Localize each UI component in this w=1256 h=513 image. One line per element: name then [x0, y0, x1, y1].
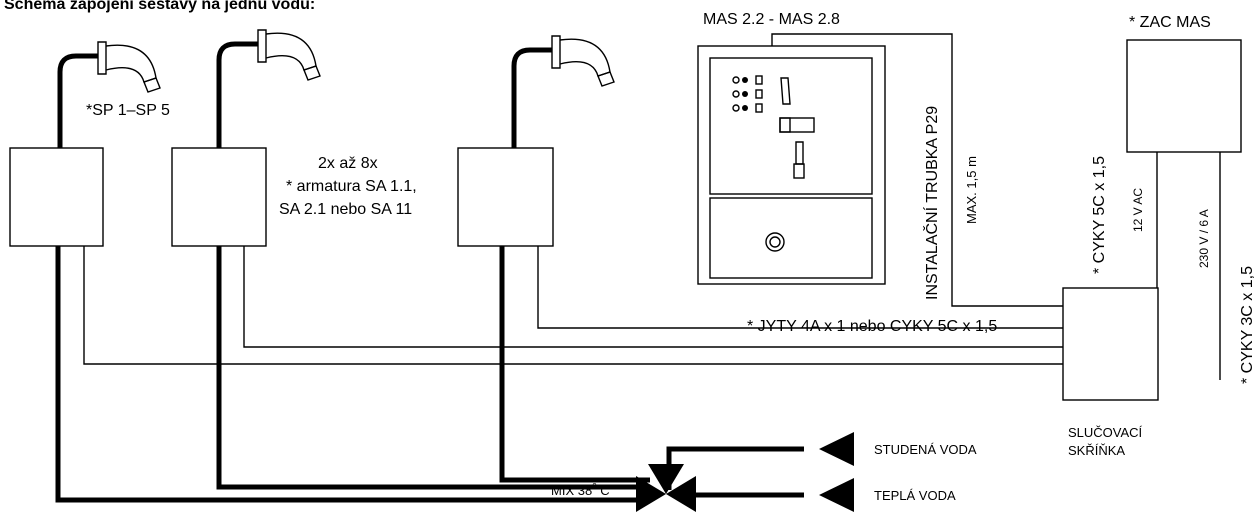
voltage-12v-label: 12 V AC [1131, 188, 1145, 232]
junction-box [1062, 287, 1159, 401]
diagram-title: Schéma zapojení sestavy na jednu vodu: [4, 0, 315, 13]
water-pipe-1 [55, 246, 650, 503]
cable-fitting-3 [537, 246, 1063, 329]
cold-water-label: STUDENÁ VODA [874, 442, 977, 457]
faucet-3-icon [511, 35, 615, 148]
fitting-box-1 [9, 147, 104, 247]
fittings-label-2: * armatura SA 1.1, [286, 178, 417, 195]
faucet-1-icon [57, 41, 161, 148]
mix-unit: C [597, 483, 610, 498]
faucet-2-icon [216, 29, 321, 148]
voltage-230v-label: 230 V / 6 A [1197, 209, 1211, 268]
mixing-valve-icon [636, 464, 696, 512]
cyky3c-label: * CYKY 3C x 1,5 [1239, 266, 1256, 384]
mas-label: MAS 2.2 - MAS 2.8 [703, 11, 840, 28]
mix-degree: 0 [592, 482, 597, 491]
fitting-box-2 [171, 147, 267, 247]
mix-label: MIX 380 C [551, 482, 610, 498]
mas-unit [697, 45, 886, 285]
water-pipe-3 [499, 246, 650, 483]
fittings-label-1: 2x až 8x [318, 155, 378, 172]
junction-box-label-1: SLUČOVACÍ [1068, 425, 1143, 440]
max-length-label: MAX. 1,5 m [964, 156, 979, 224]
hot-water-label: TEPLÁ VODA [874, 488, 956, 503]
cable-fitting-1 [83, 246, 1063, 365]
fittings-label-3: SA 2.1 nebo SA 11 [279, 201, 412, 218]
cable-type-label: * JYTY 4A x 1 nebo CYKY 5C x 1,5 [747, 318, 997, 335]
hot-inlet-arrow-icon [819, 478, 854, 512]
cable-fitting-2 [243, 246, 1063, 348]
faucets-label: *SP 1–SP 5 [86, 102, 170, 119]
fitting-box-3 [457, 147, 554, 247]
tube-label: INSTALAČNÍ TRUBKA P29 [922, 106, 941, 300]
cyky5c-label: * CYKY 5C x 1,5 [1091, 156, 1108, 274]
zac-label: * ZAC MAS [1129, 14, 1211, 31]
junction-box-label-2: SKŘÍŇKA [1068, 443, 1125, 458]
mas-cable [771, 33, 1063, 307]
cold-inlet-arrow-icon [819, 432, 854, 466]
zac-unit [1126, 39, 1242, 153]
mix-label-text: MIX 38 [551, 483, 592, 498]
water-pipe-2 [216, 246, 650, 490]
